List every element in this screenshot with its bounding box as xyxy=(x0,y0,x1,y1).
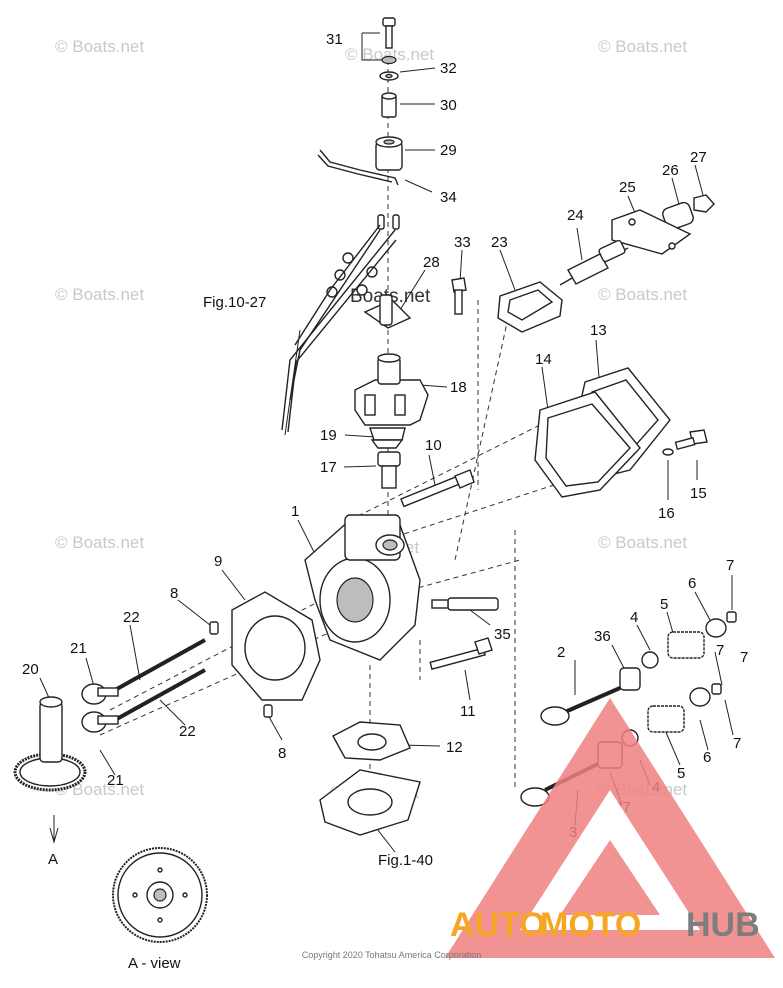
watermark: © Boats.net xyxy=(55,533,144,552)
bolt-33 xyxy=(451,277,467,315)
ref-fig-10-27: Fig.10-27 xyxy=(203,294,266,311)
callout-30: 30 xyxy=(440,97,457,114)
callout-34: 34 xyxy=(440,189,457,206)
callout-7: 7 xyxy=(733,735,741,752)
callout-13: 13 xyxy=(590,322,607,339)
callout-numbers: 31 32 30 29 34 27 26 25 24 33 23 28 13 1… xyxy=(22,31,748,841)
watermark: © Boats.net xyxy=(345,45,434,64)
watermark: © Boats.net xyxy=(598,285,687,304)
cylinder-head xyxy=(304,514,421,661)
callout-15: 15 xyxy=(690,485,707,502)
callout-23: 23 xyxy=(491,234,508,251)
logo-moto: MOTO xyxy=(540,906,641,944)
figure-references: Fig.10-27 Fig.1-40 A A - view xyxy=(48,294,433,972)
a-view-label: A - view xyxy=(128,955,181,972)
watermark: © Boats.net xyxy=(55,285,144,304)
callout-22: 22 xyxy=(123,609,140,626)
logo-hub: HUB xyxy=(686,906,760,944)
callout-9: 9 xyxy=(214,553,222,570)
assembly-lines xyxy=(99,60,601,790)
link-rods xyxy=(281,214,400,433)
view-arrow-label: A xyxy=(48,851,58,868)
bolt-15 xyxy=(662,429,708,456)
callout-32: 32 xyxy=(440,60,457,77)
callout-18: 18 xyxy=(450,379,467,396)
push-rods xyxy=(114,638,206,722)
governor-body xyxy=(354,353,429,449)
governor-holder xyxy=(317,136,403,186)
callout-7: 7 xyxy=(740,649,748,666)
callout-14: 14 xyxy=(535,351,552,368)
callout-31: 31 xyxy=(326,31,343,48)
lever-28 xyxy=(363,294,412,329)
automotohub-logo: AUTO MOTO HUB xyxy=(445,698,775,958)
callout-28: 28 xyxy=(423,254,440,271)
tappets xyxy=(81,683,119,733)
callout-6: 6 xyxy=(703,749,711,766)
watermark: © Boats.net xyxy=(598,37,687,56)
callout-27: 27 xyxy=(690,149,707,166)
callout-16: 16 xyxy=(658,505,675,522)
camshaft xyxy=(13,696,87,792)
shaft-17 xyxy=(377,451,401,489)
callout-10: 10 xyxy=(425,437,442,454)
callout-29: 29 xyxy=(440,142,457,159)
ref-fig-1-40: Fig.1-40 xyxy=(378,852,433,869)
head-gasket xyxy=(231,591,321,701)
view-arrow xyxy=(49,815,59,844)
callout-21: 21 xyxy=(107,772,124,789)
bolt-10 xyxy=(400,469,475,508)
callout-4: 4 xyxy=(630,609,638,626)
callout-7: 7 xyxy=(716,642,724,659)
dowel-pins xyxy=(209,621,273,718)
callout-5: 5 xyxy=(660,596,668,613)
callout-11: 11 xyxy=(460,703,476,720)
callout-8: 8 xyxy=(170,585,178,602)
copyright-text: Copyright 2020 Tohatsu America Corporati… xyxy=(301,950,482,960)
callout-21: 21 xyxy=(70,640,87,657)
watermark: © Boats.net xyxy=(598,533,687,552)
logo-triangle-core xyxy=(560,840,660,915)
callout-25: 25 xyxy=(619,179,636,196)
a-view-gear xyxy=(112,847,208,943)
callout-2: 2 xyxy=(557,644,565,661)
callout-1: 1 xyxy=(291,503,299,520)
callout-5: 5 xyxy=(677,765,685,782)
callout-7: 7 xyxy=(726,557,734,574)
callout-20: 20 xyxy=(22,661,39,678)
callout-35: 35 xyxy=(494,626,511,643)
bolt-assembly xyxy=(379,17,399,118)
callout-6: 6 xyxy=(688,575,696,592)
gasket-23 xyxy=(497,281,563,333)
valve-cover xyxy=(534,367,671,498)
callout-24: 24 xyxy=(567,207,584,224)
callout-33: 33 xyxy=(454,234,471,251)
callout-12: 12 xyxy=(446,739,463,756)
callout-8: 8 xyxy=(278,745,286,762)
callout-19: 19 xyxy=(320,427,337,444)
callout-22: 22 xyxy=(179,723,196,740)
logo-auto: AUTO xyxy=(450,906,546,944)
callout-17: 17 xyxy=(320,459,337,476)
callout-26: 26 xyxy=(662,162,679,179)
spark-plug xyxy=(431,597,499,611)
callout-36: 36 xyxy=(594,628,611,645)
watermark: © Boats.net xyxy=(55,37,144,56)
thermostat-assembly xyxy=(559,194,715,286)
lower-plates xyxy=(319,721,421,836)
bolt-11 xyxy=(429,637,493,670)
